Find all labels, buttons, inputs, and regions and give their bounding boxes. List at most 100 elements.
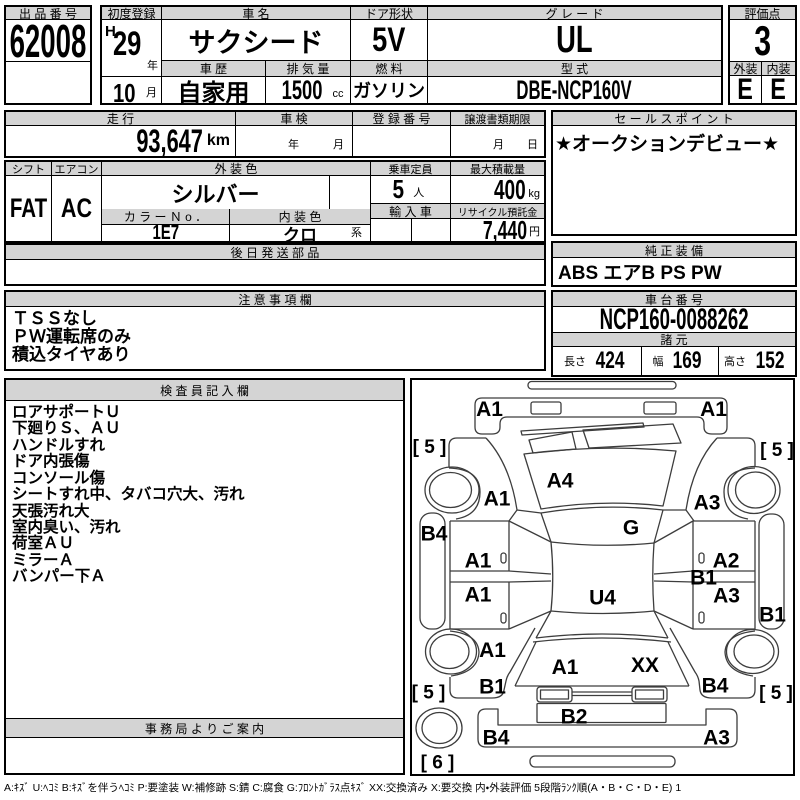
damage-code: B4 <box>483 727 510 750</box>
interior-grade: E <box>770 72 787 106</box>
cowl-strip <box>520 422 645 436</box>
inspection-year-unit: 年 <box>288 139 299 151</box>
door-shape-value: 5V <box>351 20 428 61</box>
tail-light-right-inner <box>634 689 665 700</box>
first-reg-month-cell: 10 月 <box>102 77 162 108</box>
damage-code: A3 <box>694 492 721 515</box>
car-name-label: 車 名 <box>162 7 351 21</box>
mileage-unit: km <box>206 132 230 149</box>
model-code-value: DBE-NCP160V <box>516 74 633 105</box>
inspection-month-unit: 月 <box>333 139 344 151</box>
rocker-right <box>758 513 785 630</box>
equipment-box: 純 正 装 備 ABS エアB PS PW <box>551 241 797 287</box>
damage-code: A3 <box>713 585 740 608</box>
ext-color-label: 外 装 色 <box>102 162 371 176</box>
hood <box>523 447 677 510</box>
inspection-label: 車 検 <box>236 112 353 126</box>
later-parts-box: 後 日 発 送 部 品 <box>4 243 546 286</box>
ext-color-extra <box>330 176 371 211</box>
damage-code: XX <box>631 654 659 677</box>
hood-cowl-line <box>540 506 664 514</box>
score-box: 評価点 3 外装 内装 E E <box>728 5 797 106</box>
damage-code: A1 <box>465 584 492 607</box>
mileage-label: 走 行 <box>6 112 236 126</box>
equipment-label: 純 正 装 備 <box>553 243 795 258</box>
tailgate <box>514 641 690 687</box>
headlight-right <box>643 401 677 415</box>
spare-tire-inner <box>421 711 458 745</box>
history-label: 車 歴 <box>162 61 266 77</box>
tail-light-left <box>536 686 573 703</box>
damage-code: A2 <box>713 550 740 573</box>
grade-value: UL <box>428 19 721 61</box>
equipment-value: ABS エアB PS PW <box>558 263 722 284</box>
damage-code: B4 <box>421 523 448 546</box>
transfer-value: 月 日 <box>451 126 544 156</box>
front-bumper-strip <box>527 380 677 390</box>
import-value-1 <box>371 219 412 241</box>
rocker-left <box>419 512 446 630</box>
history-value: 自家用 <box>162 77 266 107</box>
first-reg-year: 29 <box>113 25 142 63</box>
auction-no-empty <box>6 62 90 103</box>
bottom-strip <box>529 755 676 768</box>
ext-color-value: シルバー <box>102 176 330 211</box>
damage-code: A1 <box>700 398 727 421</box>
damage-code: G <box>623 517 639 540</box>
damage-code: B1 <box>479 676 506 699</box>
first-reg-month-unit: 月 <box>146 87 157 99</box>
recycle-unit: 円 <box>529 226 540 238</box>
window-band-right <box>653 520 694 630</box>
first-reg-year-cell: H 29 年 <box>102 20 162 77</box>
quarter-left <box>449 627 536 699</box>
wheel-arch-front-left <box>448 467 481 520</box>
transfer-label: 譲渡書類期限 <box>451 112 544 126</box>
damage-code: B1 <box>690 567 717 590</box>
tail-light-right <box>631 686 668 703</box>
office-label: 事 務 局 よ り ご 案 内 <box>6 718 403 738</box>
wheel-front-right-inner <box>734 471 777 509</box>
door-shape-label: ドア形状 <box>351 7 428 21</box>
office-value <box>6 738 403 773</box>
rear-bumper <box>536 702 667 724</box>
color-no-value: 1E7 <box>102 222 230 244</box>
grade-label: グ レ ー ド <box>428 7 721 21</box>
a-pillar-right <box>685 437 718 522</box>
exterior-grade: E <box>730 73 762 106</box>
wheel-rear-right-inner <box>733 634 775 669</box>
exterior-label: 外装 <box>730 62 762 76</box>
color-no-label: カ ラ ー Ｎ o ． <box>102 209 230 225</box>
transfer-month-unit: 月 <box>493 139 504 151</box>
int-color-value: クロ 系 <box>230 225 371 245</box>
spare-tire <box>415 707 463 749</box>
car-name-value: サクシード <box>162 20 351 61</box>
transfer-day-unit: 日 <box>527 139 538 151</box>
capacity-label: 乗車定員 <box>371 162 451 176</box>
wheel-front-left-inner <box>428 471 473 509</box>
sales-point-value: ★オークションデビュー★ <box>555 134 780 155</box>
fender-right-top <box>717 437 756 467</box>
damage-code: A1 <box>465 550 492 573</box>
main-info-box: 初度登録 H 29 年 10 月 車 名 サクシード 車 歴 自家用 排 気 量… <box>100 5 723 108</box>
auction-no-label: 出 品 番 号 <box>6 7 90 21</box>
first-reg-era: H <box>105 23 116 40</box>
chassis-value: NCP160-0088262 <box>553 303 795 336</box>
damage-code: [ 5 ] <box>760 440 793 461</box>
cowl-vent-right <box>582 423 682 449</box>
aircon-label: エアコン <box>52 162 102 176</box>
score-value: 3 <box>730 17 795 64</box>
a-pillar-left <box>485 437 518 522</box>
wheel-rear-right <box>725 628 780 675</box>
tail-light-connector <box>572 691 632 697</box>
fuel-value: ガソリン <box>351 77 428 103</box>
headlight-left <box>530 401 562 415</box>
wheel-arch-rear-left <box>449 630 480 677</box>
